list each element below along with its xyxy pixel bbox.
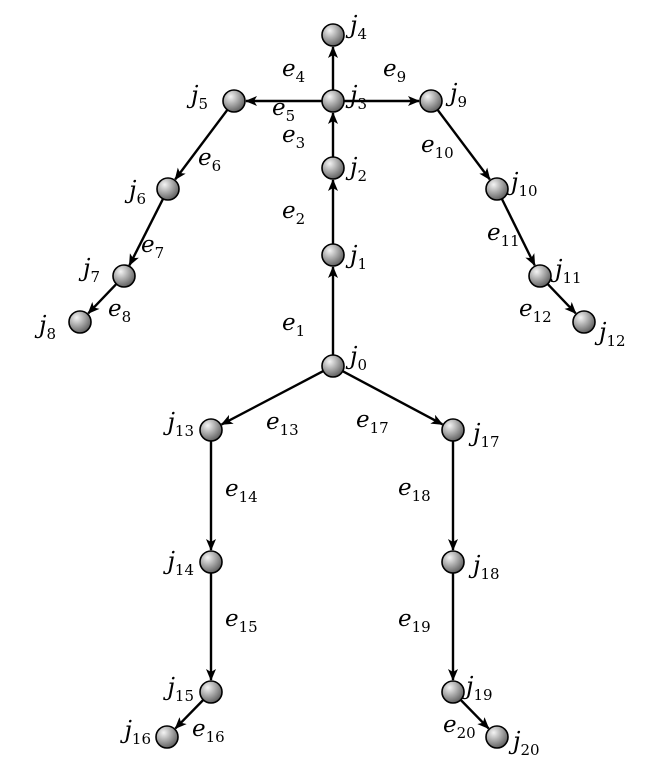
joint-label-j11: j11	[550, 255, 582, 287]
joint-label-j0: j0	[345, 342, 367, 374]
edge-label-e6: e6	[198, 145, 221, 175]
joint-label-j5: j5	[186, 81, 208, 113]
joint-label-j12: j12	[594, 318, 626, 350]
joint-j9-node	[419, 89, 443, 113]
edge-label-e13: e13	[266, 409, 299, 439]
edge-label-e11: e11	[487, 220, 520, 250]
edge-e7-arrow	[128, 198, 165, 267]
joint-label-j15: j15	[162, 673, 194, 705]
edge-label-e12: e12	[519, 296, 552, 326]
labels-layer: e1 e2 e3 e4 e5 e6 e7 e8 e9 e10 e11 e12 e13 e14 e15 e16 e…	[34, 11, 626, 759]
joint-label-j14: j14	[162, 547, 194, 579]
joint-j0-node	[321, 354, 345, 378]
edge-label-e8: e8	[108, 296, 131, 326]
joint-j8-node	[68, 310, 92, 334]
edge-e12-arrow	[546, 283, 577, 315]
edge-label-e9: e9	[383, 56, 406, 86]
joint-label-j20: j20	[508, 727, 540, 759]
edge-label-e16: e16	[192, 716, 225, 746]
edge-e8-arrow	[87, 283, 118, 315]
joint-j10-node	[485, 177, 509, 201]
joint-label-j2: j2	[345, 153, 367, 185]
joint-label-j6: j6	[124, 176, 146, 208]
joint-label-j3: j3	[345, 81, 367, 113]
joint-label-j10: j10	[506, 168, 538, 200]
joint-j1-node	[321, 243, 345, 267]
joint-j5-node	[222, 89, 246, 113]
edge-label-e4: e4	[282, 56, 305, 86]
joint-j4-node	[321, 23, 345, 47]
edge-label-e5: e5	[272, 95, 295, 125]
edges-layer	[87, 46, 577, 730]
edge-e13-arrow	[220, 370, 324, 426]
joint-j14-node	[199, 550, 223, 574]
joint-label-j19: j19	[461, 672, 493, 704]
joint-j2-node	[321, 156, 345, 180]
joints-layer	[68, 23, 596, 749]
edge-label-e17: e17	[356, 407, 389, 437]
joint-j15-node	[199, 680, 223, 704]
edge-label-e19: e19	[398, 606, 431, 636]
edge-e11-arrow	[500, 198, 536, 267]
edge-e6-arrow	[174, 109, 229, 181]
joint-j19-node	[441, 680, 465, 704]
joint-j17-node	[441, 418, 465, 442]
joint-j7-node	[112, 264, 136, 288]
edge-label-e14: e14	[225, 476, 258, 506]
edge-label-e15: e15	[225, 606, 258, 636]
joint-j3-node	[321, 89, 345, 113]
joint-label-j8: j8	[34, 311, 56, 343]
edge-label-e20: e20	[443, 712, 476, 742]
joint-j12-node	[572, 310, 596, 334]
edge-label-e10: e10	[421, 132, 454, 162]
joint-label-j4: j4	[345, 11, 367, 43]
edge-label-e1: e1	[282, 310, 305, 340]
edge-e10-arrow	[436, 109, 491, 181]
joint-label-j9: j9	[445, 79, 467, 111]
joint-j16-node	[155, 725, 179, 749]
joint-j18-node	[441, 550, 465, 574]
joint-label-j18: j18	[468, 551, 500, 583]
edge-label-e3: e3	[282, 122, 305, 152]
joint-j13-node	[199, 418, 223, 442]
edge-e16-arrow	[174, 699, 205, 730]
joint-label-j7: j7	[78, 254, 100, 286]
edge-e17-arrow	[342, 370, 444, 426]
joint-label-j17: j17	[468, 419, 500, 451]
edge-label-e18: e18	[398, 475, 431, 505]
edge-label-e2: e2	[282, 198, 305, 228]
joint-j20-node	[485, 725, 509, 749]
joint-j6-node	[156, 177, 180, 201]
edge-label-e7: e7	[141, 232, 164, 262]
joint-label-j16: j16	[119, 716, 151, 748]
edge-e20-arrow	[459, 699, 490, 730]
joint-j11-node	[528, 264, 552, 288]
joint-label-j13: j13	[162, 408, 194, 440]
joint-label-j1: j1	[345, 241, 367, 273]
